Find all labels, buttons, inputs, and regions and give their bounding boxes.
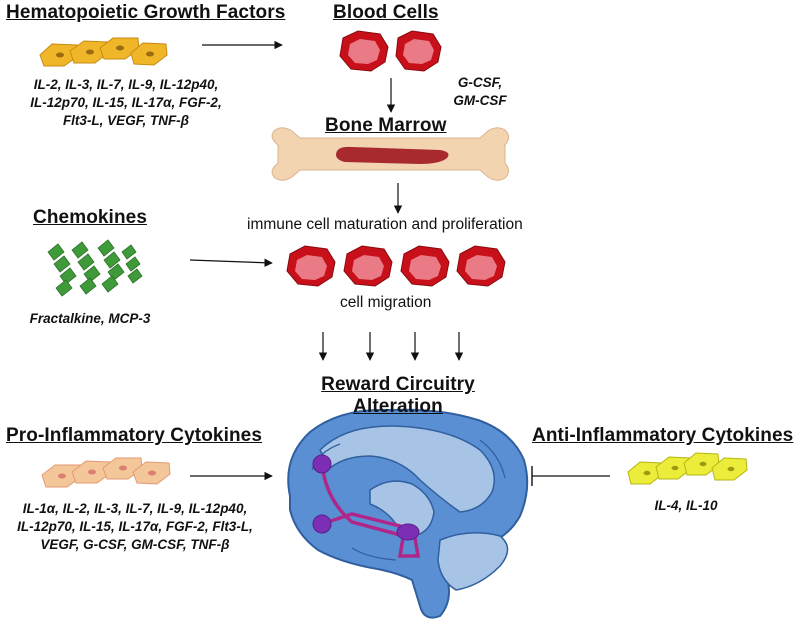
bone-marrow-heading: Bone Marrow xyxy=(325,115,447,136)
blood-cells-factor: G-CSF, xyxy=(457,75,503,90)
blood-cells-factor: GM-CSF xyxy=(453,93,507,108)
chemokines-heading: Chemokines xyxy=(33,207,147,228)
anti-inflammatory-line: IL-4, IL-10 xyxy=(654,498,718,513)
migration-text: cell migration xyxy=(340,294,432,311)
reward-heading-line: Alteration xyxy=(353,396,443,417)
chemokines-line: Fractalkine, MCP-3 xyxy=(29,311,151,326)
pro-inflammatory-line: VEGF, G-CSF, GM-CSF, TNF-β xyxy=(40,537,230,552)
reward-heading-line: Reward Circuitry xyxy=(321,374,475,395)
blood-cell-icon xyxy=(286,245,336,287)
reward-node-striatum xyxy=(396,523,420,541)
chemokine-helix-icon xyxy=(47,239,143,297)
growth-factors-line: IL-12p70, IL-15, IL-17α, FGF-2, xyxy=(30,95,222,110)
blood-cells-factors: G-CSF, GM-CSF xyxy=(444,74,516,110)
reward-node-frontal xyxy=(312,514,332,534)
pro-inflammatory-heading: Pro-Inflammatory Cytokines xyxy=(6,425,262,446)
arrow-chemokines-to-cells xyxy=(189,258,273,267)
chemokines-list: Fractalkine, MCP-3 xyxy=(10,310,170,328)
brain-icon xyxy=(287,408,529,619)
pro-inflammatory-line: IL-1α, IL-2, IL-3, IL-7, IL-9, IL-12p40, xyxy=(22,501,248,516)
anti-inflammatory-cells-icon xyxy=(627,452,748,485)
growth-factors-line: Flt3-L, VEGF, TNF-β xyxy=(62,113,190,128)
anti-inflammatory-list: IL-4, IL-10 xyxy=(636,497,736,515)
maturation-text: immune cell maturation and proliferation xyxy=(247,216,523,233)
pro-inflammatory-list: IL-1α, IL-2, IL-3, IL-7, IL-9, IL-12p40,… xyxy=(4,500,266,554)
reward-node-prefrontal xyxy=(312,454,332,474)
blood-cell-icon xyxy=(343,245,393,287)
growth-factors-line: IL-2, IL-3, IL-7, IL-9, IL-12p40, xyxy=(33,77,219,92)
blood-cell-icon xyxy=(456,245,506,287)
growth-factors-heading: Hematopoietic Growth Factors xyxy=(6,2,286,23)
growth-factors-list: IL-2, IL-3, IL-7, IL-9, IL-12p40, IL-12p… xyxy=(8,76,244,130)
reward-heading: Reward Circuitry Alteration xyxy=(300,374,496,418)
pro-inflammatory-line: IL-12p70, IL-15, IL-17α, FGF-2, Flt3-L, xyxy=(17,519,253,534)
growth-factor-cells-icon xyxy=(39,37,168,67)
blood-cell-icon xyxy=(395,30,442,72)
blood-cells-heading: Blood Cells xyxy=(333,2,439,23)
blood-cell-icon xyxy=(400,245,450,287)
pro-inflammatory-cells-icon xyxy=(41,457,171,488)
blood-cell-icon xyxy=(339,30,389,72)
anti-inflammatory-heading: Anti-Inflammatory Cytokines xyxy=(532,425,794,446)
bone-marrow-icon xyxy=(271,127,509,181)
